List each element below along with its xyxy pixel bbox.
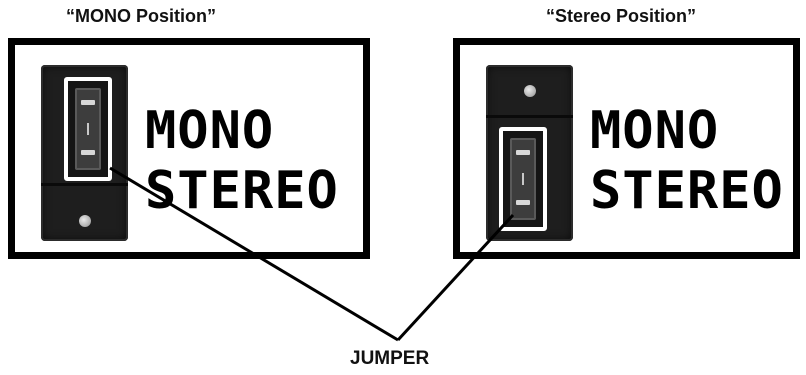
jumper-label: JUMPER (350, 348, 429, 370)
pointer-line-left (110, 168, 398, 340)
pointer-line-right (398, 215, 513, 340)
